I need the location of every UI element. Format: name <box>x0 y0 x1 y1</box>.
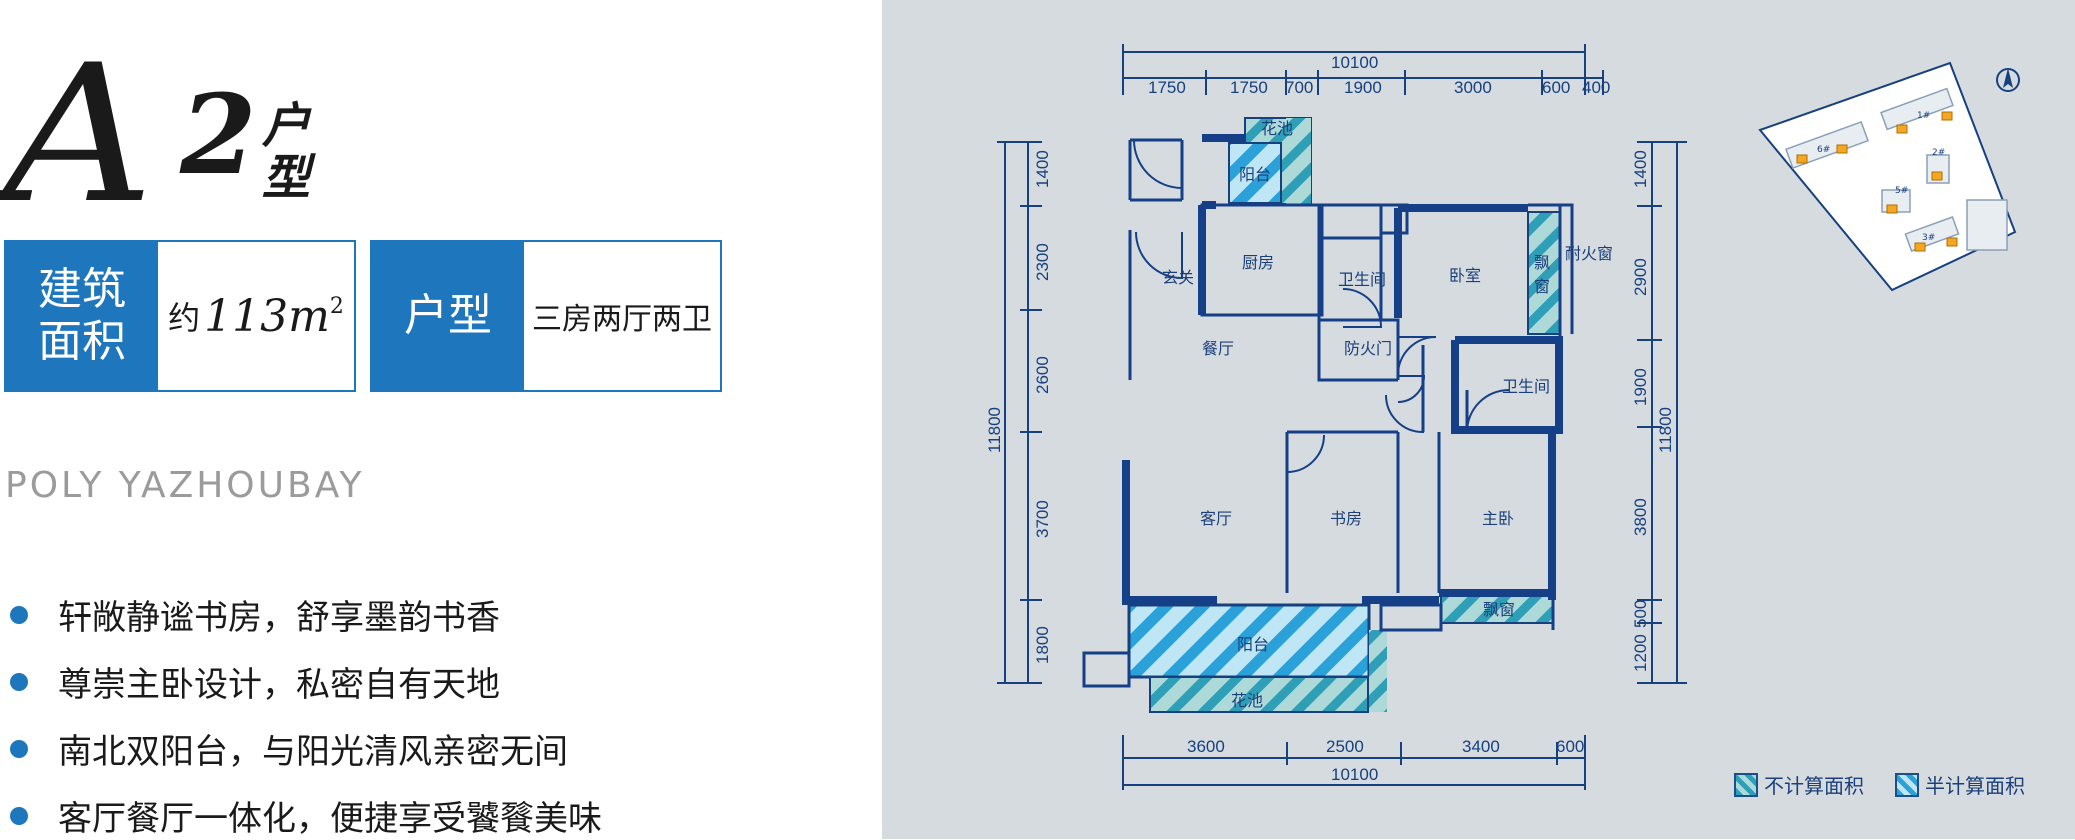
room-bay1-a: 飘 <box>1534 253 1550 272</box>
room-balcony-top: 阳台 <box>1239 165 1271 184</box>
site-label: 6# <box>1817 145 1830 155</box>
feature-item: 尊崇主卧设计，私密自有天地 <box>10 657 500 706</box>
title-sub-1: 户 <box>262 98 311 154</box>
dim-top: 1900 <box>1344 78 1382 97</box>
dim-top-total: 10100 <box>1331 53 1378 72</box>
dim-right: 1900 <box>1631 368 1650 406</box>
bullet-icon <box>10 605 28 624</box>
feature-text: 轩敞静谧书房，舒享墨韵书香 <box>58 598 500 638</box>
site-label: 2# <box>1932 148 1945 158</box>
type-label: 户型 <box>372 242 524 390</box>
room-entrance: 玄关 <box>1162 268 1194 287</box>
dim-left: 2300 <box>1033 243 1052 281</box>
bullet-icon <box>10 806 28 825</box>
legend-label: 半计算面积 <box>1925 774 2025 798</box>
dim-top: 1750 <box>1148 78 1186 97</box>
area-box: 建筑 面积 约 113 m 2 <box>4 240 356 392</box>
feature-item: 轩敞静谧书房，舒享墨韵书香 <box>10 590 500 639</box>
area-exponent: 2 <box>329 294 344 319</box>
dim-right: 1400 <box>1631 150 1650 188</box>
feature-text: 南北双阳台，与阳光清风亲密无间 <box>58 732 568 772</box>
north-arrow-icon <box>1996 68 2020 92</box>
room-dining: 餐厅 <box>1202 339 1234 358</box>
bullet-icon <box>10 672 28 691</box>
dim-bottom: 600 <box>1556 737 1584 756</box>
site-label: 5# <box>1895 186 1908 196</box>
title-sub-2: 型 <box>262 150 311 206</box>
room-garden-bottom: 花池 <box>1231 691 1263 710</box>
dim-left: 1800 <box>1033 626 1052 664</box>
english-name: POLY YAZHOUBAY <box>5 465 365 506</box>
type-value: 三房两厅两卫 <box>532 302 712 337</box>
room-garden-top: 花池 <box>1261 119 1293 138</box>
dim-left: 2600 <box>1033 356 1052 394</box>
title-letter: A <box>3 24 155 245</box>
room-labels: 花池 阳台 厨房 玄关 卫生间 卧室 飘 窗 耐火窗 防火门 餐厅 卫生间 客厅… <box>1162 119 1613 710</box>
dim-bottom: 3600 <box>1187 737 1225 756</box>
room-bath2: 卫生间 <box>1502 377 1550 396</box>
bullet-icon <box>10 739 28 758</box>
hatched-areas <box>1127 117 1561 713</box>
room-bay2: 飘窗 <box>1483 600 1515 619</box>
room-kitchen: 厨房 <box>1242 253 1274 272</box>
dim-right: 1200 <box>1631 634 1650 672</box>
dimension-lines <box>997 44 1687 790</box>
dim-top: 700 <box>1285 78 1313 97</box>
site-map: 6# 1# 2# 5# 3# <box>1758 61 2017 292</box>
feature-item: 客厅餐厅一体化，便捷享受饕餮美味 <box>10 791 602 840</box>
title-number: 2 <box>180 70 257 199</box>
dim-right-total: 11800 <box>1656 407 1675 453</box>
type-box: 户型 三房两厅两卫 <box>370 240 722 392</box>
room-balcony-bottom: 阳台 <box>1237 635 1269 654</box>
dim-left-total: 11800 <box>985 407 1004 453</box>
legend-label: 不计算面积 <box>1764 774 1864 798</box>
dim-top: 400 <box>1582 78 1610 97</box>
dim-left: 1400 <box>1033 150 1052 188</box>
dim-right: 500 <box>1631 600 1650 628</box>
door-arcs <box>1133 139 1510 474</box>
area-label: 建筑 面积 <box>6 242 158 390</box>
floorplan-drawing: 花池 阳台 厨房 玄关 卫生间 卧室 飘 窗 耐火窗 防火门 餐厅 卫生间 客厅… <box>985 44 2020 790</box>
area-label-line2: 面积 <box>38 316 126 367</box>
dim-right: 2900 <box>1631 258 1650 296</box>
room-living: 客厅 <box>1200 509 1232 528</box>
legend-swatch-teal <box>1734 772 1758 797</box>
dimension-labels: 10100 1750 1750 700 1900 3000 600 400 36… <box>985 53 1675 784</box>
dim-top: 3000 <box>1454 78 1492 97</box>
feature-item: 南北双阳台，与阳光清风亲密无间 <box>10 724 568 773</box>
area-label-line1: 建筑 <box>38 264 126 315</box>
dim-bottom: 3400 <box>1462 737 1500 756</box>
room-fire-window: 耐火窗 <box>1565 244 1613 263</box>
dim-bottom: 2500 <box>1326 737 1364 756</box>
room-bedroom: 卧室 <box>1449 266 1481 285</box>
dim-right: 3800 <box>1631 498 1650 536</box>
feature-text: 尊崇主卧设计，私密自有天地 <box>58 665 500 705</box>
walls <box>1082 134 1574 688</box>
area-number: 113 <box>204 290 289 342</box>
dim-left: 3700 <box>1033 500 1052 538</box>
room-bath1: 卫生间 <box>1338 270 1386 289</box>
room-bay1-b: 窗 <box>1534 277 1550 296</box>
area-value: 约 113 m 2 <box>158 242 354 390</box>
room-master: 主卧 <box>1482 509 1514 528</box>
legend-swatch-blue <box>1895 772 1919 797</box>
area-prefix: 约 <box>168 299 201 337</box>
area-unit: m <box>288 290 330 342</box>
feature-text: 客厅餐厅一体化，便捷享受饕餮美味 <box>58 799 602 839</box>
room-fire-door: 防火门 <box>1344 339 1392 358</box>
legend-not-counted: 不计算面积 <box>1734 770 1864 799</box>
site-label: 1# <box>1917 111 1930 121</box>
dim-bottom-total: 10100 <box>1331 765 1378 784</box>
legend-half-counted: 半计算面积 <box>1895 770 2025 799</box>
room-study: 书房 <box>1330 509 1362 528</box>
site-label: 3# <box>1922 233 1935 243</box>
dim-top: 1750 <box>1230 78 1268 97</box>
dim-top: 600 <box>1542 78 1570 97</box>
